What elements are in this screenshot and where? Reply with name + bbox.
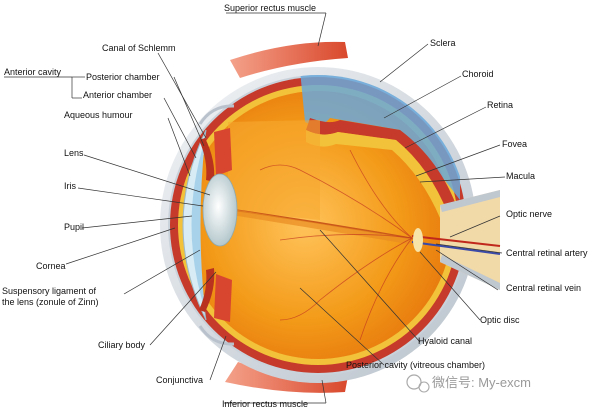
label-choroid: Choroid <box>462 69 494 79</box>
label-macula: Macula <box>506 171 535 181</box>
label-central-retinal-vein: Central retinal vein <box>506 283 581 293</box>
optic-disc-shape <box>413 228 423 252</box>
ciliary-body-lower <box>214 274 232 322</box>
label-posterior-chamber: Posterior chamber <box>86 72 160 82</box>
label-canal-of-schlemm: Canal of Schlemm <box>102 43 176 53</box>
label-optic-disc: Optic disc <box>480 315 520 325</box>
ciliary-body-upper <box>214 128 232 176</box>
label-central-retinal-artery: Central retinal artery <box>506 248 588 258</box>
label-posterior-cavity: Posterior cavity (vitreous chamber) <box>346 360 485 370</box>
label-ciliary-body: Ciliary body <box>98 340 146 350</box>
front-cut-plane <box>228 120 320 220</box>
label-iris: Iris <box>64 181 76 191</box>
label-optic-nerve: Optic nerve <box>506 209 552 219</box>
label-superior-rectus-muscle: Superior rectus muscle <box>224 3 316 13</box>
label-aqueous-humour: Aqueous humour <box>64 110 133 120</box>
label-anterior-cavity: Anterior cavity <box>4 67 62 77</box>
label-cornea: Cornea <box>36 261 66 271</box>
watermark-text: 微信号: My-excm <box>432 375 531 390</box>
label-suspensory-ligament-2: the lens (zonule of Zinn) <box>2 297 99 307</box>
label-inferior-rectus-muscle: Inferior rectus muscle <box>222 399 308 409</box>
lens-shape <box>203 174 237 246</box>
label-retina: Retina <box>487 100 513 110</box>
label-sclera: Sclera <box>430 38 456 48</box>
wechat-watermark: 微信号: My-excm <box>407 375 531 392</box>
label-anterior-chamber: Anterior chamber <box>83 90 152 100</box>
label-conjunctiva: Conjunctiva <box>156 375 203 385</box>
label-suspensory-ligament-1: Suspensory ligament of <box>2 286 97 296</box>
label-hyaloid-canal: Hyaloid canal <box>418 336 472 346</box>
label-pupil: Pupil <box>64 222 84 232</box>
label-lens: Lens <box>64 148 84 158</box>
wechat-icon-dot <box>419 382 429 392</box>
label-fovea: Fovea <box>502 139 527 149</box>
